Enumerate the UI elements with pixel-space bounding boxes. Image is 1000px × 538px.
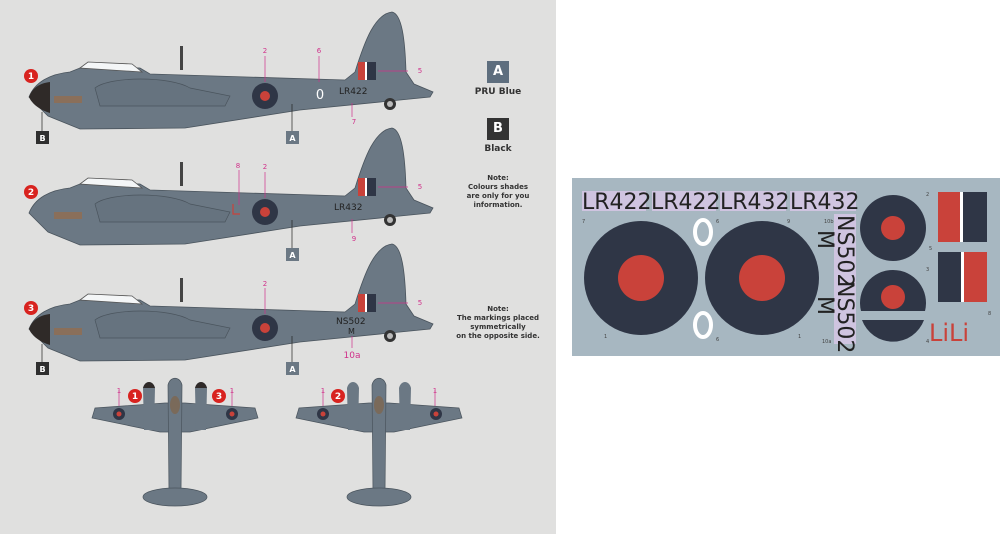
aircraft-serial: NS502 bbox=[336, 317, 366, 327]
decal-lili: LiLi bbox=[929, 319, 969, 347]
top-view-left bbox=[91, 377, 259, 507]
profile-2: LR432 bbox=[28, 127, 434, 246]
decal-number: 7 bbox=[582, 219, 585, 225]
callout-number: 1 bbox=[117, 387, 121, 395]
profile-3: NS502 M bbox=[28, 243, 434, 362]
aircraft-drawings: 0 LR422 LR432 NS502 M 2 6 7 5 8 2 9 5 2 … bbox=[24, 11, 463, 507]
profile-badge: 1 bbox=[28, 72, 34, 82]
callout-number: 1 bbox=[321, 387, 325, 395]
profile-badge: 1 bbox=[132, 392, 138, 402]
callout-number: 6 bbox=[317, 47, 322, 55]
aircraft-serial: LR422 bbox=[339, 87, 367, 97]
callout-number: 8 bbox=[236, 162, 240, 170]
callout-number: 2 bbox=[263, 280, 267, 288]
callout-number: 10a bbox=[344, 351, 361, 361]
decal-serial-vertical: NS502 bbox=[832, 215, 857, 287]
decal-letter-m: M bbox=[812, 296, 837, 315]
profile-1: 0 LR422 bbox=[28, 11, 434, 130]
swatch-a: A bbox=[487, 61, 509, 83]
profile-badge: 2 bbox=[335, 392, 341, 402]
colour-box-label: B bbox=[39, 134, 45, 143]
callout-number: 1 bbox=[230, 387, 234, 395]
decal-serial: LR422 bbox=[651, 190, 721, 215]
legend-black: B Black bbox=[470, 118, 526, 154]
colour-box-label: A bbox=[289, 134, 296, 143]
decal-serial: LR422 bbox=[582, 190, 652, 215]
decal-number: 5 bbox=[929, 246, 932, 252]
profile-badge: 3 bbox=[28, 304, 34, 314]
aircraft-letter: 0 bbox=[316, 88, 324, 103]
decal-number: 6 bbox=[716, 337, 719, 343]
top-view-right bbox=[295, 377, 463, 507]
decal-number: 6 bbox=[716, 219, 719, 225]
callout-number: 7 bbox=[352, 118, 356, 126]
decal-serial: LR432 bbox=[720, 190, 790, 215]
profile-badge: 2 bbox=[28, 188, 34, 198]
callout-number: 2 bbox=[263, 163, 267, 171]
colour-box-label: A bbox=[289, 251, 296, 260]
callout-number: 5 bbox=[418, 183, 422, 191]
decal-number: 10b bbox=[824, 219, 834, 225]
callout-number: 5 bbox=[418, 299, 422, 307]
decal-number: 4 bbox=[926, 339, 929, 345]
colour-box-label: A bbox=[289, 365, 296, 374]
note-symmetry: Note: The markings placed symmetrically … bbox=[456, 305, 540, 340]
decal-number: 10a bbox=[822, 339, 831, 345]
decal-number: 1 bbox=[798, 334, 801, 340]
decal-number: 2 bbox=[926, 192, 929, 198]
decal-serial: LR432 bbox=[790, 190, 860, 215]
callout-number: 1 bbox=[433, 387, 437, 395]
swatch-b: B bbox=[487, 118, 509, 140]
callout-number: 5 bbox=[418, 67, 422, 75]
callout-number: 2 bbox=[263, 47, 267, 55]
legend-pru-blue: A PRU Blue bbox=[470, 61, 526, 97]
decal-number: 8 bbox=[988, 311, 991, 317]
decal-number: 1 bbox=[604, 334, 607, 340]
legend-label: Black bbox=[484, 144, 512, 154]
aircraft-serial: LR432 bbox=[334, 203, 362, 213]
painting-guide-panel: 0 LR422 LR432 NS502 M 2 6 7 5 8 2 9 5 2 … bbox=[0, 0, 556, 534]
colour-box-label: B bbox=[39, 365, 45, 374]
decal-number: 3 bbox=[926, 267, 929, 273]
profile-badge: 3 bbox=[216, 392, 222, 402]
aircraft-letter: M bbox=[348, 327, 355, 336]
legend-label: PRU Blue bbox=[474, 87, 522, 97]
decal-number: 9 bbox=[787, 219, 790, 225]
black-nose bbox=[29, 82, 50, 113]
callout-number: 9 bbox=[352, 235, 356, 243]
decal-serial-vertical: NS502 bbox=[832, 281, 857, 353]
decal-sheet: LR422 LR422 LR432 LR432 0 0 NS502 NS502 … bbox=[572, 178, 1000, 356]
note-colours: Note: Colours shades are only for you in… bbox=[466, 174, 530, 209]
decal-letter-m: M bbox=[812, 230, 837, 249]
